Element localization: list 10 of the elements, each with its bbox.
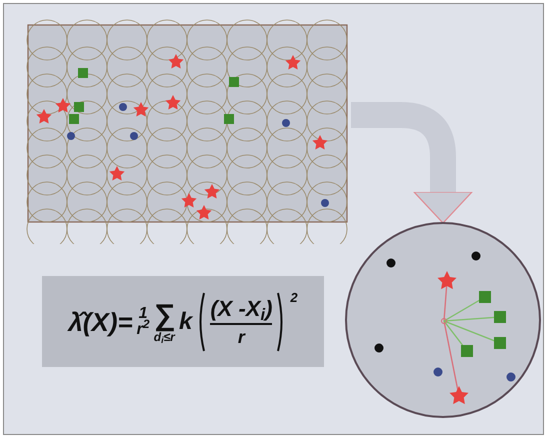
block-arrow — [351, 102, 473, 224]
formula-box — [42, 276, 324, 367]
formula-text: d$_{i}$≤r — [154, 330, 175, 342]
formula-text: (X -X$_{i}$) — [210, 298, 272, 324]
formula-text: r$^{2}$ — [136, 322, 150, 338]
formula-text: k — [178, 310, 192, 334]
formula-text: λ̂(X)= — [68, 308, 133, 334]
formula-text: 2 — [290, 290, 298, 304]
formula-text: r — [238, 326, 245, 346]
formula-text: ∑ — [154, 300, 175, 330]
